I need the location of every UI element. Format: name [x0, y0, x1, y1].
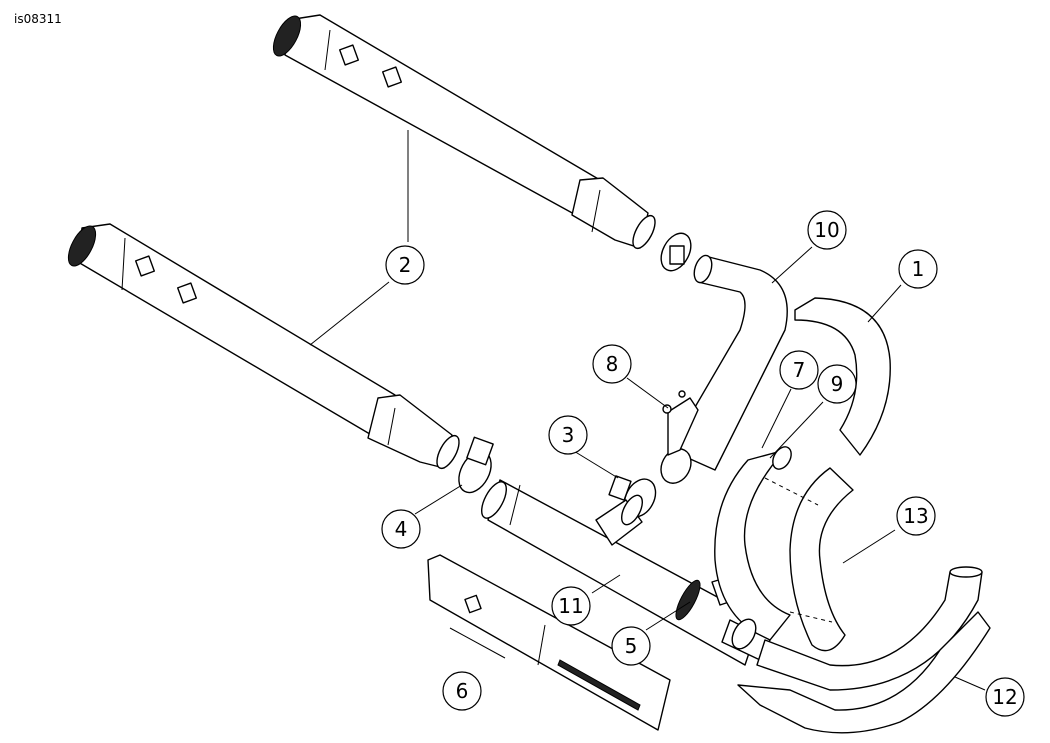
callout-6-label: 6: [456, 679, 469, 703]
callout-5: 5: [611, 626, 651, 666]
front-head-pipe: [714, 446, 792, 661]
callout-11: 11: [551, 586, 591, 626]
callout-1-label: 1: [912, 257, 925, 281]
callout-4-label: 4: [395, 517, 408, 541]
callout-10: 10: [807, 210, 847, 250]
callout-2-label: 2: [399, 253, 412, 277]
callout-7-label: 7: [793, 358, 806, 382]
callout-12: 12: [985, 677, 1025, 717]
callout-8-label: 8: [606, 352, 619, 376]
callout-1: 1: [898, 249, 938, 289]
callout-7: 7: [779, 350, 819, 390]
lower-heat-shield: [737, 611, 991, 734]
lower-muffler: [67, 223, 460, 470]
document-id: is08311: [14, 12, 62, 26]
upper-muffler: [272, 14, 656, 250]
front-heat-shield: [764, 467, 854, 652]
callout-8: 8: [592, 344, 632, 384]
callout-2: 2: [385, 245, 425, 285]
callout-11-label: 11: [558, 594, 583, 618]
upper-pipe-clamp: [660, 232, 692, 272]
callout-5-label: 5: [625, 634, 638, 658]
callout-12-label: 12: [992, 685, 1017, 709]
crossover-pipe: [480, 479, 761, 666]
callout-9: 9: [817, 364, 857, 404]
lower-front-pipe: [756, 566, 983, 691]
callout-3: 3: [548, 415, 588, 455]
callout-9-label: 9: [831, 372, 844, 396]
callout-13: 13: [896, 496, 936, 536]
callout-13-label: 13: [903, 504, 928, 528]
callout-3-label: 3: [562, 423, 575, 447]
rear-head-pipe: [660, 254, 788, 484]
rear-heat-shield: [794, 297, 891, 456]
callout-4: 4: [381, 509, 421, 549]
leader-lines: [309, 130, 986, 691]
callout-6: 6: [442, 671, 482, 711]
lower-muffler-clamp: [458, 436, 494, 494]
muffler-heat-shield: [427, 554, 671, 731]
callout-10-label: 10: [814, 218, 839, 242]
mounting-bracket: [662, 390, 699, 456]
